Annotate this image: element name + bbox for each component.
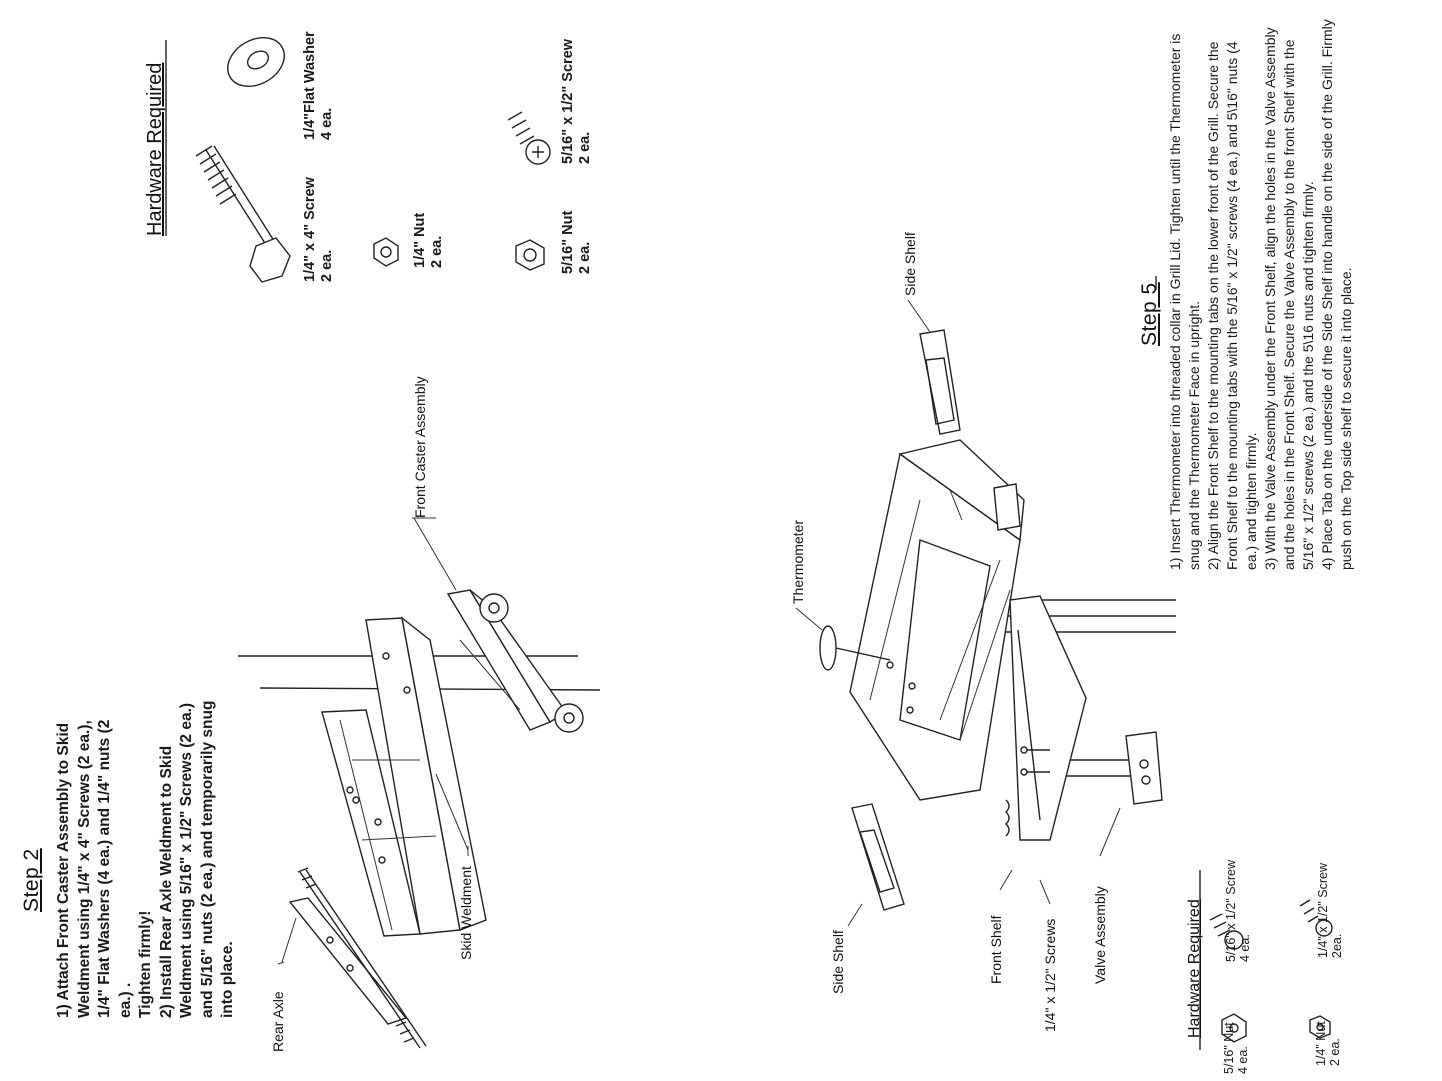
- hw-screw-1-4x4-name: 1/4" x 4" Screw: [302, 177, 318, 282]
- hw-nut-1-4-qty: 2 ea.: [429, 235, 445, 268]
- side-shelf-bottom-drawing: [847, 803, 905, 927]
- rear-axle-drawing: [281, 867, 427, 1049]
- step5-instruction-1: 1) Insert Thermometer into threaded coll…: [1167, 33, 1202, 570]
- step5-instructions: 1) Insert Thermometer into threaded coll…: [1166, 14, 1356, 570]
- side-shelf-bottom-label: Side Shelf: [830, 930, 846, 994]
- step2-instruction-2: Tighten firmly!: [137, 910, 154, 1018]
- step5-instruction-2: 2) Align the Front Shelf to the mounting…: [1205, 41, 1259, 570]
- hw5-nut-1-4-qty: 2 ea.: [1328, 1038, 1342, 1066]
- screws-label: 1/4" x 1/2" Screws: [1042, 918, 1058, 1032]
- step5-nut-5-16-icon: [1221, 1013, 1247, 1043]
- hw-screw-5-16x1-2: 5/16" x 1/2" Screw 2 ea.: [560, 39, 594, 164]
- hw-screw-1-4x4-qty: 2 ea.: [319, 249, 335, 282]
- grill-drawing: [849, 439, 1176, 801]
- hw5-screw-1-4-qty: 2ea.: [1330, 933, 1344, 958]
- hw5-screw-1-4-name: 1/4" x 1/2" Screw: [1316, 862, 1330, 958]
- hw5-screw-5-16: 5/16" x 1/2" Screw 4 ea.: [1224, 860, 1252, 962]
- nut-5-16-icon: [515, 239, 545, 271]
- step2-instruction-3: 2) Install Rear Axle Weldment to Skid We…: [157, 700, 237, 1018]
- hw5-nut-5-16: 5/16" Nut 4 ea.: [1222, 1022, 1250, 1074]
- step5-screw-5-16-icon: [1209, 913, 1244, 950]
- rear-axle-label: Rear Axle: [270, 991, 286, 1052]
- screw-5-16x1-2-icon: [507, 111, 551, 165]
- skid-weldment-drawing: [238, 616, 601, 937]
- hw5-nut-1-4: 1/4" Nut 2 ea.: [1314, 1021, 1342, 1066]
- hw5-nut-5-16-qty: 4 ea.: [1236, 1046, 1250, 1074]
- hw-screw-1-4x4: 1/4" x 4" Screw 2 ea.: [302, 177, 336, 282]
- step2-title: Step 2: [20, 848, 43, 912]
- front-caster-label: Front Caster Assembly: [412, 376, 428, 518]
- hw-nut-5-16-qty: 2 ea.: [577, 241, 593, 274]
- thermometer-label: Thermometer: [790, 519, 806, 604]
- step5-screw-1-4-icon: [1299, 899, 1333, 937]
- side-shelf-top-label: Side Shelf: [902, 232, 918, 296]
- screws-drawing: [1020, 746, 1051, 905]
- screw-1-4x4-icon: [195, 145, 291, 283]
- skid-weldment-label: Skid Weldment: [458, 866, 474, 960]
- front-shelf-drawing: [999, 595, 1087, 891]
- side-shelf-top-drawing: [907, 299, 961, 435]
- hw-flat-washer-qty: 4 ea.: [319, 107, 335, 140]
- hw-nut-1-4-name: 1/4" Nut: [412, 212, 428, 268]
- hw5-screw-1-4: 1/4" x 1/2" Screw 2ea.: [1316, 863, 1344, 958]
- hw5-screw-5-16-qty: 4 ea.: [1238, 934, 1252, 962]
- step5-instruction-3: 3) With the Valve Assembly under the Fro…: [1262, 27, 1316, 570]
- step5-instruction-4: 4) Place Tab on the underside of the Sid…: [1319, 19, 1354, 570]
- front-shelf-label: Front Shelf: [988, 915, 1004, 984]
- hw-nut-1-4: 1/4" Nut 2 ea.: [412, 213, 446, 268]
- flat-washer-icon: [227, 37, 285, 87]
- step2-instructions: 1) Attach Front Caster Assembly to Skid …: [54, 698, 239, 1018]
- step2-instruction-1: 1) Attach Front Caster Assembly to Skid …: [55, 719, 134, 1018]
- front-caster-drawing: [413, 517, 584, 733]
- valve-assembly-label: Valve Assembly: [1092, 886, 1108, 984]
- hw5-screw-5-16-name: 5/16" x 1/2" Screw: [1224, 860, 1238, 962]
- hw-flat-washer: 1/4"Flat Washer 4 ea.: [302, 31, 336, 140]
- hw-flat-washer-name: 1/4"Flat Washer: [302, 31, 318, 140]
- step2-hardware-title: Hardware Required: [144, 62, 166, 236]
- step5-hardware-title: Hardware Required: [1186, 899, 1203, 1038]
- hw-nut-5-16-name: 5/16" Nut: [560, 210, 576, 274]
- nut-1-4-icon: [373, 237, 399, 267]
- step5-title: Step 5: [1138, 282, 1161, 346]
- step5-nut-1-4-icon: [1309, 1015, 1331, 1039]
- valve-assembly-drawing: [1099, 731, 1163, 857]
- hw5-nut-1-4-name: 1/4" Nut: [1314, 1021, 1328, 1066]
- thermometer-drawing: [795, 607, 891, 671]
- hw-screw-5-16x1-2-name: 5/16" x 1/2" Screw: [560, 39, 576, 164]
- hw-nut-5-16: 5/16" Nut 2 ea.: [560, 211, 594, 274]
- hw5-nut-5-16-name: 5/16" Nut: [1222, 1022, 1236, 1074]
- hw-screw-5-16x1-2-qty: 2 ea.: [577, 131, 593, 164]
